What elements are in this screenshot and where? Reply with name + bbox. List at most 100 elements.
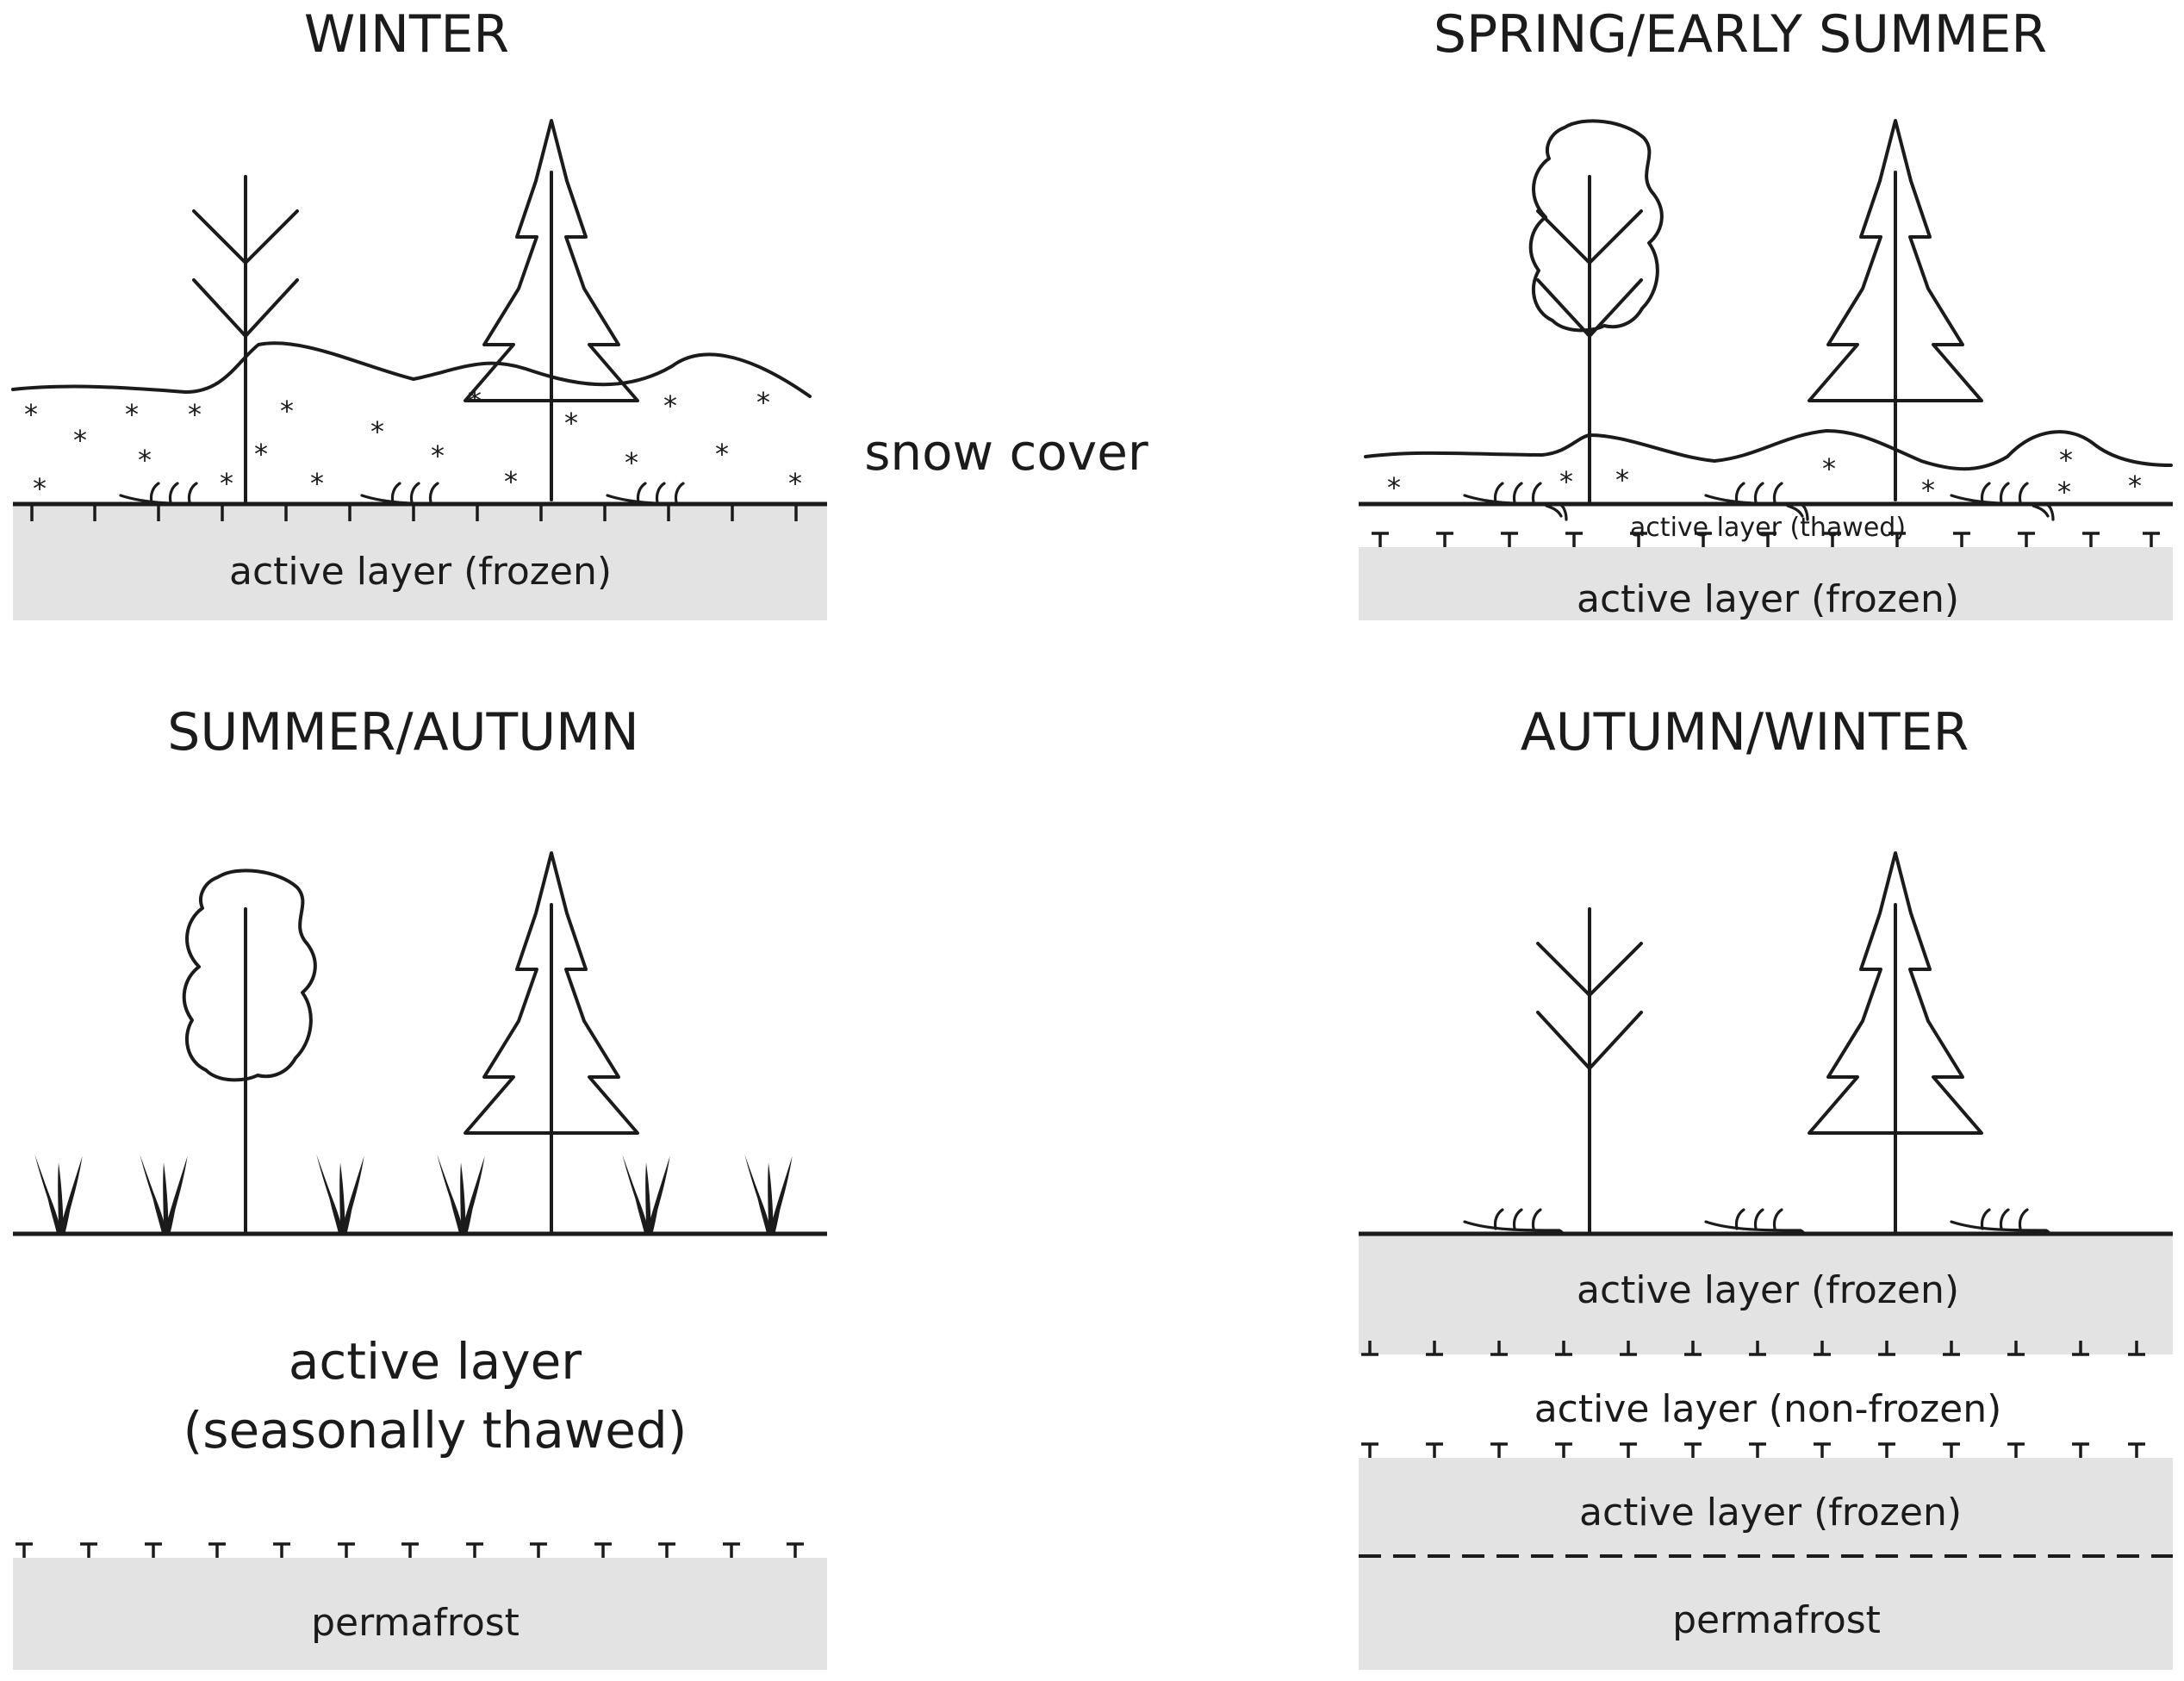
spring-frozen-label: active layer (frozen) <box>1577 577 1959 621</box>
snowflake-icon: * <box>73 424 87 457</box>
freeze-front-ticks <box>1361 1341 2145 1356</box>
grass-tuft-icon <box>622 1155 670 1234</box>
tick-mark <box>2128 1341 2145 1356</box>
summer-active-label-line2: (seasonally thawed) <box>184 1401 688 1460</box>
autumn-frozen-top-label: active layer (frozen) <box>1577 1268 1959 1312</box>
tick-mark <box>1372 532 1389 547</box>
frost-front-ticks <box>30 504 798 521</box>
tick-mark <box>1943 1442 1960 1458</box>
tick-mark <box>80 1542 97 1558</box>
snowflake-icon: * <box>1559 465 1573 498</box>
conifer-tree-icon <box>464 119 639 501</box>
tick-mark <box>1501 532 1518 547</box>
winter-title: WINTER <box>304 4 509 65</box>
snow-surface-line <box>1364 429 2173 471</box>
snowflake-icon: * <box>280 395 294 427</box>
tick-mark <box>594 1542 612 1558</box>
tick-mark <box>658 1542 675 1558</box>
snowflakes: * * * * * * * * * * * * * * * * * * * * <box>24 384 802 505</box>
tick-mark <box>401 1542 419 1558</box>
tick-mark <box>1953 532 1970 547</box>
tick-mark <box>2128 1442 2145 1458</box>
thaw-front-ticks <box>1361 1442 2145 1458</box>
tick-mark <box>208 1542 226 1558</box>
snowflake-icon: * <box>756 386 770 419</box>
tick-mark <box>723 1542 740 1558</box>
bare-deciduous-tree-icon <box>1536 907 1643 1238</box>
tick-mark <box>1565 532 1583 547</box>
autumn-title: AUTUMN/WINTER <box>1521 702 1969 763</box>
tick-mark <box>1824 532 1841 547</box>
snow-cover-label: snow cover <box>864 423 1148 482</box>
snowflake-icon: * <box>1822 452 1836 485</box>
tick-mark <box>1684 1442 1702 1458</box>
tick-mark <box>2143 532 2160 547</box>
tick-mark <box>273 1542 290 1558</box>
snowflake-icon: * <box>564 407 578 439</box>
permafrost-band <box>13 1558 827 1670</box>
autumn-frozen-bottom-label: active layer (frozen) <box>1579 1491 1962 1535</box>
tick-mark <box>2018 532 2035 547</box>
tick-mark <box>1630 532 1647 547</box>
summer-panel: SUMMER/AUTUMN active layer (seasonally t… <box>13 702 827 1670</box>
snowflake-icon: * <box>188 398 202 431</box>
snowflake-icon: * <box>310 467 324 500</box>
snowflake-icon: * <box>625 446 638 479</box>
tick-mark <box>145 1542 162 1558</box>
spring-title: SPRING/EARLY SUMMER <box>1434 4 2047 65</box>
tick-mark <box>530 1542 547 1558</box>
autumn-nonfrozen-label: active layer (non-frozen) <box>1534 1387 2002 1431</box>
snowflake-icon: * <box>788 467 802 500</box>
tick-mark <box>466 1542 483 1558</box>
tick-mark <box>2072 1341 2089 1356</box>
tick-mark <box>1878 1442 1895 1458</box>
frozen-active-layer-band <box>1359 1234 2173 1354</box>
tick-mark <box>1620 1442 1637 1458</box>
grass-tuft-icon <box>437 1155 485 1234</box>
tick-mark <box>1361 1341 1378 1356</box>
snowflake-icon: * <box>504 465 518 498</box>
tick-mark <box>1814 1341 1831 1356</box>
snowflake-icon: * <box>370 415 384 448</box>
frozen-active-layer-band <box>13 504 827 620</box>
tick-mark <box>338 1542 355 1558</box>
conifer-tree-icon <box>1808 851 1983 1234</box>
tick-mark <box>1749 1442 1766 1458</box>
snowflake-icon: * <box>663 389 677 422</box>
winter-layer-label: active layer (frozen) <box>229 550 612 594</box>
snowflake-icon: * <box>1387 471 1401 504</box>
summer-title: SUMMER/AUTUMN <box>167 702 639 763</box>
grass-tuft-icon <box>744 1155 793 1234</box>
conifer-tree-icon <box>464 851 639 1234</box>
tick-mark <box>1361 1442 1378 1458</box>
tick-mark <box>1695 532 1712 547</box>
tick-mark <box>787 1542 804 1558</box>
summer-permafrost-label: permafrost <box>311 1601 520 1645</box>
snowflake-icon: * <box>715 438 729 470</box>
snowflake-icon: * <box>254 438 268 470</box>
summer-active-label-line1: active layer <box>289 1332 582 1391</box>
grass-tuft-icon <box>316 1155 364 1234</box>
shrub-icon <box>1463 482 1568 521</box>
snow-surface-line <box>11 341 812 398</box>
tick-mark <box>16 1542 33 1558</box>
tick-mark <box>1814 1442 1831 1458</box>
tick-mark <box>1555 1442 1572 1458</box>
tick-mark <box>2082 532 2100 547</box>
tick-mark <box>1759 532 1776 547</box>
tick-mark <box>1426 1442 1443 1458</box>
tick-mark <box>2007 1442 2025 1458</box>
tick-mark <box>1490 1341 1508 1356</box>
tick-mark <box>1749 1341 1766 1356</box>
spring-panel: SPRING/EARLY SUMMER * * * * * * * * acti… <box>1359 4 2173 621</box>
snowflake-icon: * <box>1921 474 1935 507</box>
tick-mark <box>1426 1341 1443 1356</box>
tick-mark <box>2007 1341 2025 1356</box>
tick-mark <box>2072 1442 2089 1458</box>
tick-mark <box>1436 532 1453 547</box>
snowflake-icon: * <box>138 444 152 476</box>
snowflake-icon: * <box>125 398 139 431</box>
snowflake-icon: * <box>2128 470 2142 502</box>
autumn-panel: AUTUMN/WINTER active layer (frozen) acti… <box>1359 702 2173 1670</box>
